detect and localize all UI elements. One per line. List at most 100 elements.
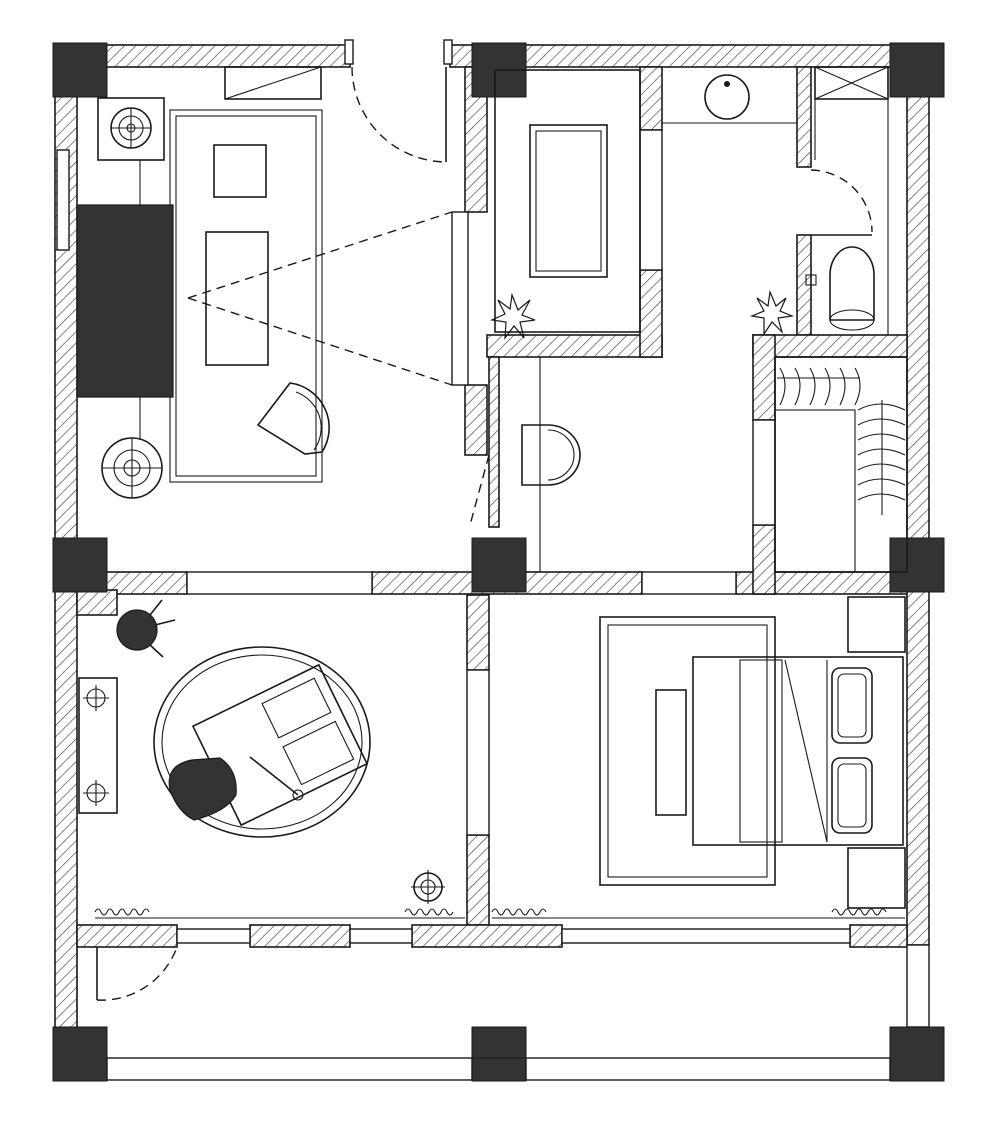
wall-mid-lower-2 [466,834,490,926]
powder-door-leaf [469,454,490,526]
lamp-icon [116,599,176,658]
nightstand [847,596,906,653]
entry-door-swing [351,66,447,163]
wall-mid-lower [466,594,490,671]
armchair-back [295,391,322,451]
entry-door-jamb-right [443,39,453,65]
plant-icon [749,289,795,336]
opening-bath [639,129,663,271]
coffee-table [205,231,269,366]
floor-lamp-icon [101,437,163,499]
shower-diag [814,66,889,100]
window-balcony-1 [176,928,251,944]
pillow [831,667,873,744]
hanging-rail-icon [857,400,906,515]
double-bed [692,656,904,846]
wall-balcony-4 [849,924,908,948]
floor-lamp-icon [110,107,152,149]
balcony [76,947,890,1059]
wall-bath-right [639,66,663,131]
column [52,1026,108,1082]
wall-block-left [76,589,118,616]
window-balcony-2 [349,928,413,944]
bed-runner [739,659,783,843]
walk-in-closet [774,356,908,573]
wall-balcony-2 [249,924,351,948]
round-rug [153,646,371,838]
window-bottom-2 [525,1057,891,1081]
curtain-icon [491,908,905,919]
column [52,42,108,98]
column [471,1026,527,1082]
wall-mid-upper-2 [464,384,488,456]
pillow [831,757,873,834]
wall-bath-right-2 [639,269,663,358]
opening-bedroom-wall [466,669,490,836]
bathtub [529,124,608,278]
duvet-fold [784,659,828,843]
window-balcony-3 [561,928,851,944]
toilet-icon [829,246,875,331]
column [889,42,945,98]
flush-valve [805,274,817,286]
outlet-icon [83,685,109,711]
toilet-icon [521,424,581,486]
column [889,537,945,593]
columns [52,42,945,1082]
round-rug-inner [161,654,363,830]
desk-lamp-base [292,789,304,801]
window-right-balcony [906,944,930,1028]
sofa [76,204,174,398]
column [52,537,108,593]
entry-door-jamb-left [344,39,354,65]
wall-toilet-left [796,66,812,168]
bedroom-rug-inner [607,624,768,878]
side-table [97,97,165,161]
bedroom-rug [599,616,776,886]
tv-view-line [187,211,453,299]
opening-closet [752,419,776,526]
study [78,599,465,919]
hanging-rail-icon [777,367,861,406]
living-room [76,66,453,499]
window-bottom-1 [106,1057,473,1081]
bathtub-surround [494,69,641,333]
living-rug-inner [175,115,317,477]
pillow-inner [837,763,867,828]
bedroom [491,596,906,919]
wall-right [906,44,930,946]
pillow-inner [837,673,867,738]
column [889,1026,945,1082]
wall-closet-left-2 [752,524,776,595]
plant-icon [489,292,536,340]
armchair [256,382,330,455]
wall-powder-left [488,356,500,528]
wall-closet-top [752,334,908,358]
curtain-icon [94,908,465,919]
bed-bench [655,689,687,816]
basin-icon [704,74,750,120]
column [471,537,527,593]
tv-cabinet-diag [224,66,322,100]
doors [96,39,873,1001]
closet-shelf [774,409,856,573]
toilet-room [805,66,889,335]
toilet-door-swing [810,169,873,233]
tv-view-line [187,297,453,386]
study-cabinet [78,677,118,814]
bathroom [489,69,797,340]
nightstand [847,847,906,909]
balcony-door-swing [96,946,178,1001]
wall-balcony-3 [411,924,563,948]
window-bedroom [641,571,737,595]
wall-closet-left [752,334,776,421]
outlet-icon [83,780,109,806]
windows [56,129,930,1081]
ottoman [213,144,267,198]
window-left-living [56,149,70,251]
wall-balcony-1 [76,924,178,948]
bathtub-inner [535,130,602,272]
wall-bath-bottom [486,334,663,358]
powder-room [521,357,581,572]
